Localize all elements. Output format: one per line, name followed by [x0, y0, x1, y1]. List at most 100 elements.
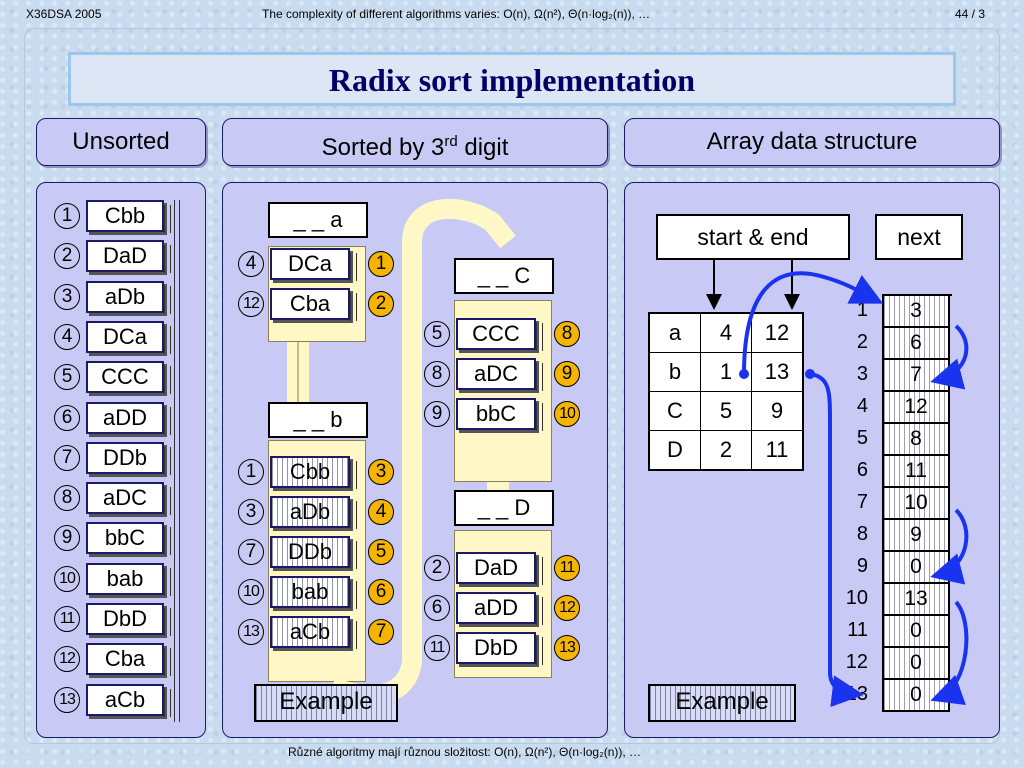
row-key: b: [648, 352, 701, 392]
bucket-item: aDb: [270, 496, 357, 529]
row-end: 12: [751, 312, 804, 353]
next-index-label: 5: [856, 427, 868, 449]
next-index-label: 8: [856, 523, 868, 545]
next-cell: 8: [882, 424, 950, 456]
next-cell: 9: [882, 520, 950, 552]
sorted-header-suffix: digit: [457, 134, 509, 161]
next-index-label: 12: [845, 651, 868, 673]
unsorted-header-label: Unsorted: [72, 128, 170, 155]
bucket-item: DCa: [270, 248, 357, 281]
bucket-output-order-badge: 8: [554, 321, 580, 347]
next-cell: 10: [882, 488, 950, 520]
bucket-output-order-badge: 12: [554, 595, 580, 621]
bucket-output-order-badge: 3: [368, 459, 394, 485]
arrow-b-end: [809, 372, 864, 708]
header-right: 44 / 3: [955, 7, 986, 21]
bucket-orig-index-badge: 1: [238, 459, 264, 485]
start-end-label: start & end: [656, 214, 850, 260]
bucket-orig-index-badge: 12: [238, 291, 264, 317]
unsorted-index-badge: 3: [54, 283, 80, 310]
bucket-output-order-badge: 4: [368, 499, 394, 525]
next-index-label: 10: [845, 587, 868, 609]
sorted-header: Sorted by 3rd digit: [222, 118, 608, 166]
sorted-header-label: Sorted by 3: [321, 134, 445, 161]
next-cell: 3: [882, 296, 950, 328]
bucket-item: Cbb: [270, 456, 357, 489]
unsorted-item: DDb: [86, 441, 171, 475]
header-center: The complexity of different algorithms v…: [262, 7, 651, 21]
unsorted-index-badge: 2: [54, 243, 80, 270]
array-arrows-svg: [706, 260, 969, 708]
bucket-item: bab: [270, 576, 357, 609]
next-cell: 6: [882, 328, 950, 360]
next-index-label: 7: [856, 491, 868, 513]
unsorted-index-badge: 9: [54, 525, 80, 552]
next-index-label: 3: [856, 363, 868, 385]
unsorted-index-badge: 12: [54, 646, 80, 673]
bucket-output-order-badge: 11: [554, 555, 580, 581]
unsorted-index-badge: 4: [54, 323, 80, 350]
unsorted-header: Unsorted: [36, 118, 206, 166]
bucket-C-label: _ _ C: [454, 258, 554, 294]
bucket-orig-index-badge: 8: [424, 361, 450, 387]
unsorted-item: DaD: [86, 240, 171, 274]
unsorted-item: bab: [86, 562, 171, 596]
unsorted-spine: [174, 200, 180, 722]
chain-arrow-3: [930, 600, 969, 706]
bucket-item: aDD: [456, 592, 543, 625]
example-button-sorted[interactable]: Example: [254, 684, 398, 722]
bucket-orig-index-badge: 13: [238, 619, 264, 645]
bucket-D-label: _ _ D: [454, 490, 554, 526]
bucket-output-order-badge: 7: [368, 619, 394, 645]
bucket-output-order-badge: 13: [554, 635, 580, 661]
bucket-output-order-badge: 6: [368, 579, 394, 605]
example-button-array[interactable]: Example: [648, 684, 796, 722]
header-left: X36DSA 2005: [26, 7, 102, 21]
unsorted-index-badge: 8: [54, 485, 80, 512]
unsorted-item: aDC: [86, 482, 171, 516]
next-index-label: 6: [856, 459, 868, 481]
unsorted-item: Cbb: [86, 200, 171, 233]
next-index-label: 2: [856, 331, 868, 353]
next-label: next: [875, 214, 963, 260]
next-cell: 12: [882, 392, 950, 424]
array-header: Array data structure: [624, 118, 1000, 166]
unsorted-index-badge: 13: [54, 686, 80, 713]
unsorted-index-badge: 10: [54, 565, 80, 592]
unsorted-index-badge: 6: [54, 404, 80, 431]
bucket-output-order-badge: 1: [368, 251, 394, 277]
row-key: C: [648, 391, 701, 431]
row-end: 9: [751, 391, 804, 431]
arrow-b-start: [742, 271, 884, 375]
bucket-item: Cba: [270, 288, 357, 321]
bucket-output-order-badge: 5: [368, 539, 394, 565]
next-index-label: 11: [847, 619, 868, 641]
row-start: 2: [700, 430, 752, 471]
sorted-header-sup: rd: [444, 133, 458, 150]
unsorted-item: bbC: [86, 522, 171, 556]
row-end: 11: [751, 430, 804, 471]
unsorted-item: aDD: [86, 401, 171, 435]
unsorted-item: Cba: [86, 643, 171, 677]
next-index-label: 4: [856, 395, 868, 417]
next-cell: 0: [882, 648, 950, 680]
chain-arrow-2: [930, 508, 969, 585]
bucket-item: CCC: [456, 318, 543, 351]
bucket-orig-index-badge: 5: [424, 321, 450, 347]
unsorted-index-badge: 1: [54, 203, 80, 229]
bucket-orig-index-badge: 11: [424, 635, 450, 661]
bucket-orig-index-badge: 4: [238, 251, 264, 277]
slide-title: Radix sort implementation: [68, 52, 956, 106]
row-end: 13: [751, 352, 804, 392]
bucket-orig-index-badge: 6: [424, 595, 450, 621]
next-cell: 0: [882, 616, 950, 648]
chain-arrow-1: [930, 324, 969, 390]
unsorted-index-badge: 5: [54, 364, 80, 391]
bucket-item: bbC: [456, 398, 543, 431]
unsorted-index-badge: 11: [54, 606, 80, 632]
next-cell: 11: [882, 456, 950, 488]
bucket-item: DDb: [270, 536, 357, 569]
